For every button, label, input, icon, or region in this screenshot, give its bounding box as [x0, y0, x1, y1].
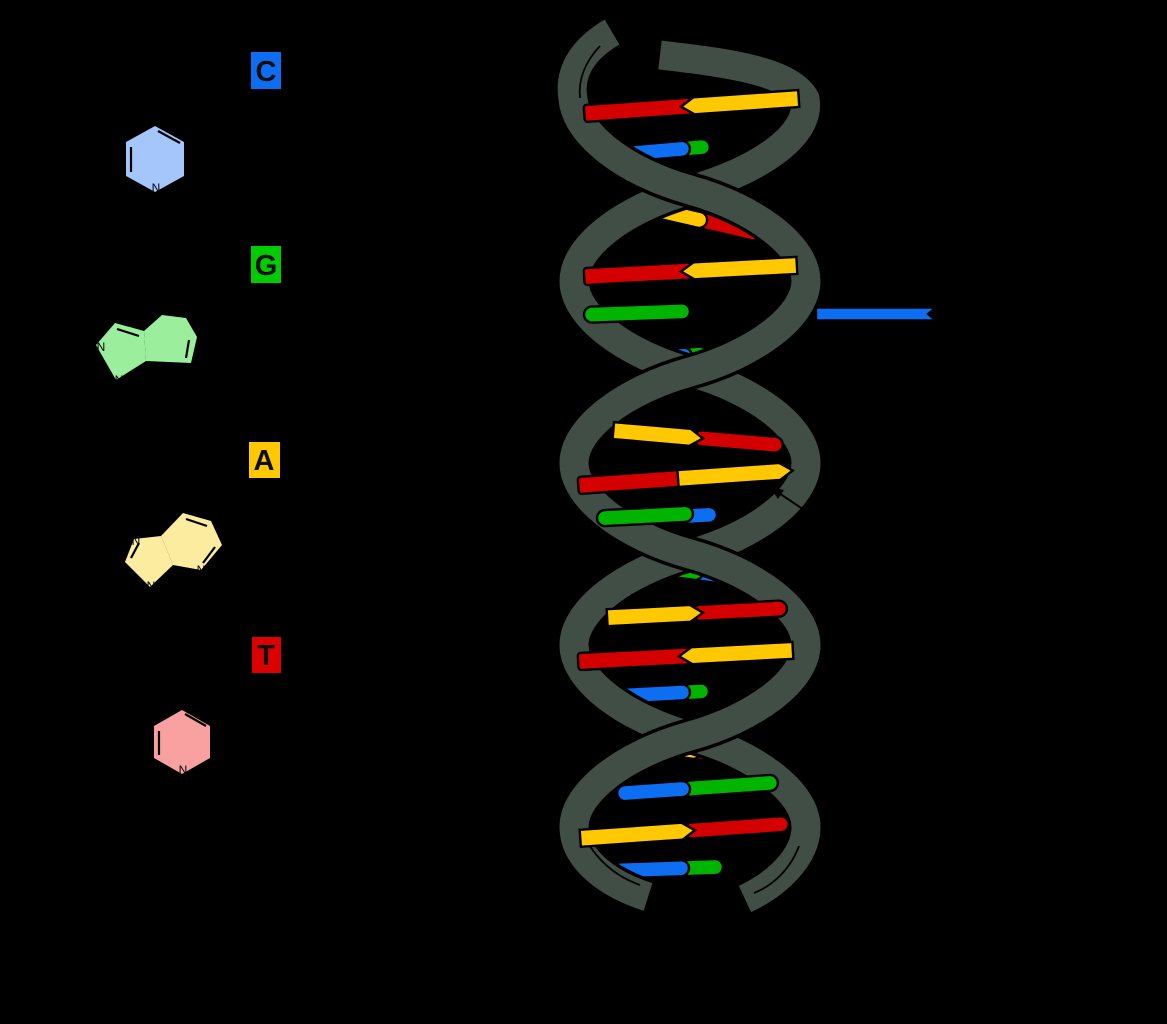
thymine-box [252, 637, 281, 673]
guanine-structure: N N N [96, 315, 197, 387]
base-pair-rung [595, 504, 695, 528]
key-box-cytosine: C [251, 52, 281, 89]
base-pair-rung [582, 302, 692, 324]
base-pair-rung [582, 255, 799, 287]
red-base [576, 646, 692, 672]
adenine-double-bond-2 [202, 546, 216, 564]
ribbon-fold-line-top [578, 45, 601, 99]
guanine-nitrogen-label-3: N [162, 372, 171, 386]
adenine-box [249, 442, 280, 478]
guanine-nitrogen-label-2: N [115, 373, 124, 387]
red-base [682, 815, 790, 840]
thymine-double-bond-2 [184, 713, 207, 727]
strand-2 [559, 40, 821, 913]
cytosine-box [251, 52, 281, 89]
adenine-letter: A [254, 445, 275, 477]
base-pair-pointer-arrow [770, 487, 814, 517]
base-pair-rung [611, 420, 784, 454]
base-pair-rung [576, 461, 795, 495]
green-base [582, 302, 692, 324]
red-base [692, 429, 784, 454]
ribbon-fold-line-bottom-right [753, 845, 800, 894]
base-pair-rung [582, 88, 801, 123]
base-pair-rung [814, 306, 940, 322]
yellow-base [676, 640, 795, 666]
base-pairs-front [576, 88, 940, 849]
green-base [595, 504, 695, 528]
base-pair-rung [578, 815, 790, 849]
guanine-double-bond-2 [184, 339, 191, 359]
yellow-base [605, 603, 706, 628]
cytosine-ring [126, 126, 184, 192]
guanine-letter: G [255, 250, 278, 282]
base-pair-rung [605, 599, 789, 628]
adenine-nitrogen-label-2: N [147, 579, 156, 593]
yellow-base [611, 420, 706, 447]
guanine-nitrogen-label: N [97, 340, 106, 354]
adenine-double-bond [185, 517, 208, 528]
cytosine-letter: C [256, 56, 277, 88]
blue-base [615, 779, 692, 803]
red-base [690, 599, 789, 623]
adenine-nitrogen-label-3: N [197, 563, 206, 577]
thymine-nitrogen-label: N [179, 763, 188, 777]
cytosine-structure: N [126, 126, 184, 195]
green-base [678, 773, 780, 798]
yellow-base [578, 821, 698, 849]
red-base [576, 468, 692, 495]
red-base [582, 261, 694, 287]
yellow-base [676, 461, 795, 489]
strand-1 [557, 19, 821, 911]
key-box-guanine: G [251, 246, 281, 283]
base-pair-rung [615, 773, 780, 803]
red-base [582, 96, 694, 123]
yellow-base [678, 255, 799, 281]
adenine-hexagon-ring [161, 513, 222, 570]
yellow-base [678, 88, 801, 116]
key-box-thymine: T [252, 637, 281, 673]
thymine-letter: T [257, 640, 275, 672]
cytosine-double-bond-2 [157, 130, 181, 144]
base-key: C N G N N N A [96, 52, 281, 777]
key-box-adenine: A [249, 442, 280, 478]
adenine-double-bond-3 [130, 542, 140, 559]
adenine-structure: N N N [125, 513, 222, 593]
base-pair-rung [576, 640, 795, 672]
guanine-double-bond [116, 327, 140, 338]
cytosine-nitrogen-label: N [152, 181, 161, 195]
guanine-box [251, 246, 281, 283]
dna-double-helix [554, 16, 940, 916]
guanine-hexagon-ring [144, 315, 197, 363]
guanine-pentagon-ring [96, 323, 146, 380]
adenine-nitrogen-label: N [132, 534, 141, 548]
thymine-ring [154, 710, 210, 774]
blue-base [814, 306, 940, 322]
thymine-structure: N [154, 710, 210, 777]
